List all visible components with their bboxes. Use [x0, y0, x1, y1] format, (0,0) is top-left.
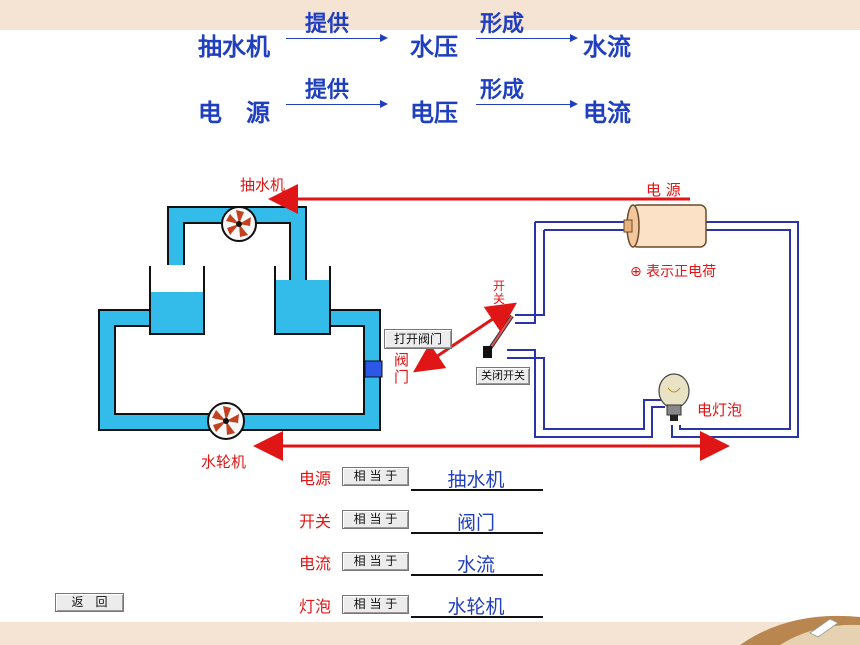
back-button[interactable]: 返 回 [55, 593, 124, 612]
positive-charge-legend: ⊕ 表示正电荷 [630, 264, 717, 280]
answer-underline [411, 489, 543, 491]
red-arrows [253, 184, 730, 461]
match-row-answer: 水轮机 [447, 596, 505, 618]
bottom-band [0, 622, 860, 645]
analogy-row2-verb2: 形成 [480, 78, 525, 103]
analogy-row2-mid: 电压 [410, 99, 458, 127]
top-band [0, 0, 860, 30]
match-row-label: 开关 [299, 512, 332, 531]
turbine-label: 水轮机 [201, 453, 247, 471]
answer-underline [411, 574, 543, 576]
power-source-label: 电 源 [646, 181, 681, 199]
equivalent-button[interactable]: 相 当 于 [342, 467, 409, 486]
analogy-row1-arrow1 [286, 34, 388, 42]
match-row-label: 电源 [299, 469, 332, 488]
analogy-row1-mid: 水压 [410, 33, 458, 61]
switch-label: 开关 [492, 279, 505, 306]
analogy-row2-start: 电 源 [198, 99, 270, 127]
lamp-label: 电灯泡 [697, 401, 743, 419]
match-row-label: 灯泡 [299, 597, 332, 616]
analogy-row1-end: 水流 [583, 33, 631, 61]
answer-underline [411, 616, 543, 618]
match-row-answer: 抽水机 [447, 469, 505, 491]
analogy-row2-end: 电流 [583, 99, 631, 127]
analogy-row1-verb2: 形成 [480, 12, 525, 37]
water-circuit [98, 206, 383, 431]
equivalent-button[interactable]: 相 当 于 [342, 552, 409, 571]
analogy-row1-start: 抽水机 [198, 33, 270, 61]
electric-circuit [507, 221, 799, 438]
analogy-row1-arrow2 [476, 34, 578, 42]
match-row-answer: 水流 [456, 554, 495, 576]
pump-fan-icon [221, 206, 257, 242]
analogy-row1-verb1: 提供 [305, 12, 350, 37]
page-curl-decoration [740, 615, 860, 645]
equivalent-button[interactable]: 相 当 于 [342, 595, 409, 614]
analogy-row2-arrow1 [286, 100, 388, 108]
open-valve-button[interactable]: 打开阀门 [384, 329, 452, 349]
pump-label: 抽水机 [240, 176, 286, 194]
analogy-row2-arrow2 [476, 100, 578, 108]
close-switch-button[interactable]: 关闭开关 [476, 367, 530, 385]
battery-icon [623, 204, 707, 248]
light-bulb-icon [658, 373, 690, 421]
match-row-answer: 阀门 [456, 512, 495, 534]
valve-label: 阀门 [394, 351, 410, 386]
answer-underline [411, 532, 543, 534]
equivalent-button[interactable]: 相 当 于 [342, 510, 409, 529]
match-row-label: 电流 [299, 554, 332, 573]
turbine-fan-icon [207, 402, 245, 440]
analogy-row2-verb1: 提供 [305, 78, 350, 103]
